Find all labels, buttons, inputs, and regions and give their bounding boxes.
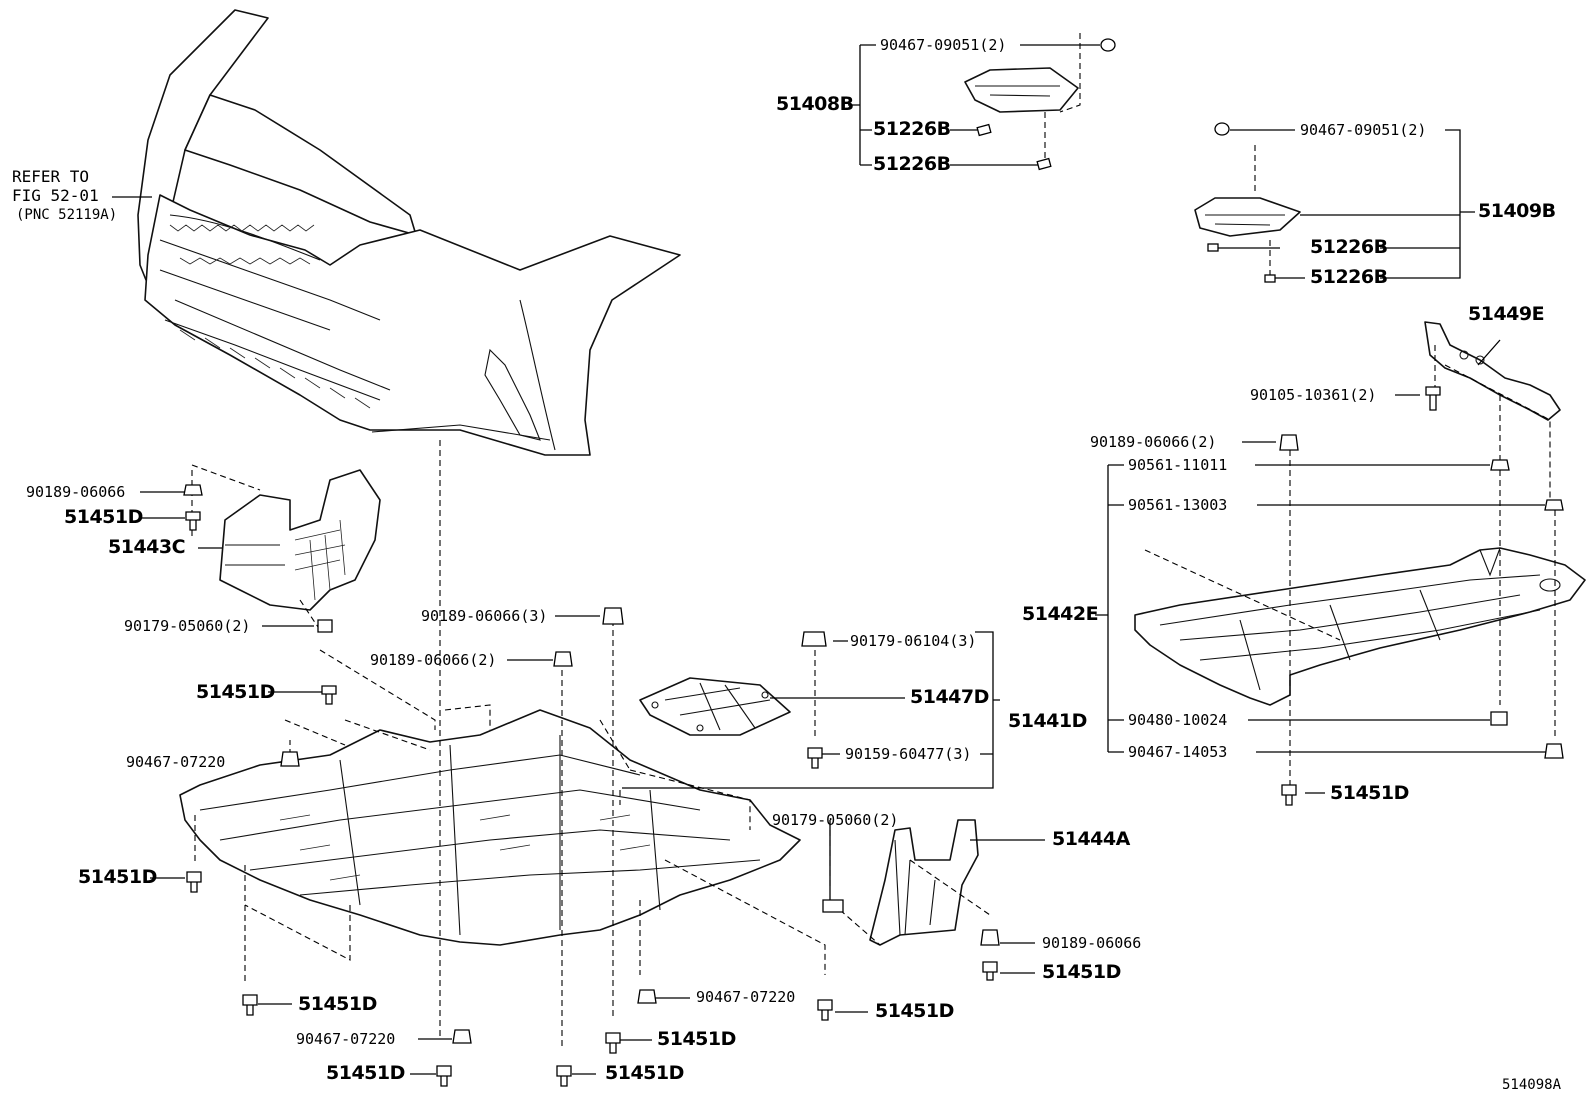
part-label-90467-07220-bottom-left: 90467-07220	[296, 1030, 396, 1048]
part-label-51451d-bottom-c: 51451D	[605, 1062, 684, 1084]
part-label-51451d-bottom-b: 51451D	[326, 1062, 405, 1084]
part-label-51408b: 51408B	[776, 93, 854, 115]
part-label-51409b: 51409B	[1478, 200, 1556, 222]
part-label-90179-05060-center: 90179-05060(2)	[772, 811, 899, 829]
part-label-51449e: 51449E	[1468, 303, 1545, 325]
part-label-90467-09051-right: 90467-09051(2)	[1300, 121, 1427, 139]
part-label-90179-05060-left: 90179-05060(2)	[124, 617, 251, 635]
part-label-51226b-a: 51226B	[873, 118, 951, 140]
part-label-90467-07220-bottom-center: 90467-07220	[696, 988, 796, 1006]
side-piece-51444a	[817, 819, 1045, 1021]
part-label-90179-06104: 90179-06104(3)	[850, 632, 977, 650]
part-label-90189-06066-2-right: 90189-06066(2)	[1090, 433, 1217, 451]
part-label-51226b-b: 51226B	[873, 153, 951, 175]
part-label-90561-13003: 90561-13003	[1128, 496, 1228, 514]
part-label-51226b-d: 51226B	[1310, 266, 1388, 288]
part-label-90467-09051-top: 90467-09051(2)	[880, 36, 1007, 54]
under-cover-51442e	[1095, 434, 1586, 806]
reference-note-line3: (PNC 52119A)	[16, 207, 118, 223]
part-label-51451d-bottom-right: 51451D	[1042, 961, 1121, 983]
part-label-51451d-bottom-center: 51451D	[875, 1000, 954, 1022]
part-label-51451d-bottom-left: 51451D	[298, 993, 377, 1015]
fasteners-center	[150, 607, 690, 1087]
panel-51447d	[639, 631, 905, 769]
part-label-90189-06066-2-center: 90189-06066(2)	[370, 651, 497, 669]
part-label-51451d-right: 51451D	[1330, 782, 1409, 804]
diagram-id: 514098A	[1502, 1077, 1562, 1093]
part-label-90189-06066-bottom-right: 90189-06066	[1042, 934, 1142, 952]
engine-under-cover-51441d	[179, 440, 1000, 1050]
part-label-51447d: 51447D	[910, 686, 989, 708]
part-label-51442e: 51442E	[1022, 603, 1099, 625]
part-label-51441d: 51441D	[1008, 710, 1087, 732]
part-label-51444a: 51444A	[1052, 828, 1130, 850]
part-label-90105-10361: 90105-10361(2)	[1250, 386, 1377, 404]
seal-51408b	[848, 33, 1116, 171]
part-label-90467-07220-left: 90467-07220	[126, 753, 226, 771]
part-label-51451d-bottom-a: 51451D	[657, 1028, 736, 1050]
part-label-90467-14053: 90467-14053	[1128, 743, 1228, 761]
part-label-90189-06066-left: 90189-06066	[26, 483, 126, 501]
side-cover-51443c	[140, 464, 381, 705]
bracket-51449e	[1395, 321, 1561, 500]
part-label-90189-06066-3: 90189-06066(3)	[421, 607, 548, 625]
part-label-90159-60477: 90159-60477(3)	[845, 745, 972, 763]
part-label-51451d-left-mid: 51451D	[196, 681, 275, 703]
seal-51409b	[1194, 122, 1475, 283]
front-bumper-cover	[137, 9, 681, 456]
reference-note-line2: FIG 52-01	[12, 186, 99, 205]
reference-note-line1: REFER TO	[12, 167, 90, 186]
part-label-51451d-left-low: 51451D	[78, 866, 157, 888]
part-label-51451d-left-top: 51451D	[64, 506, 143, 528]
part-label-90480-10024: 90480-10024	[1128, 711, 1228, 729]
part-label-90561-11011: 90561-11011	[1128, 456, 1228, 474]
part-label-51226b-c: 51226B	[1310, 236, 1388, 258]
part-label-51443c: 51443C	[108, 536, 186, 558]
